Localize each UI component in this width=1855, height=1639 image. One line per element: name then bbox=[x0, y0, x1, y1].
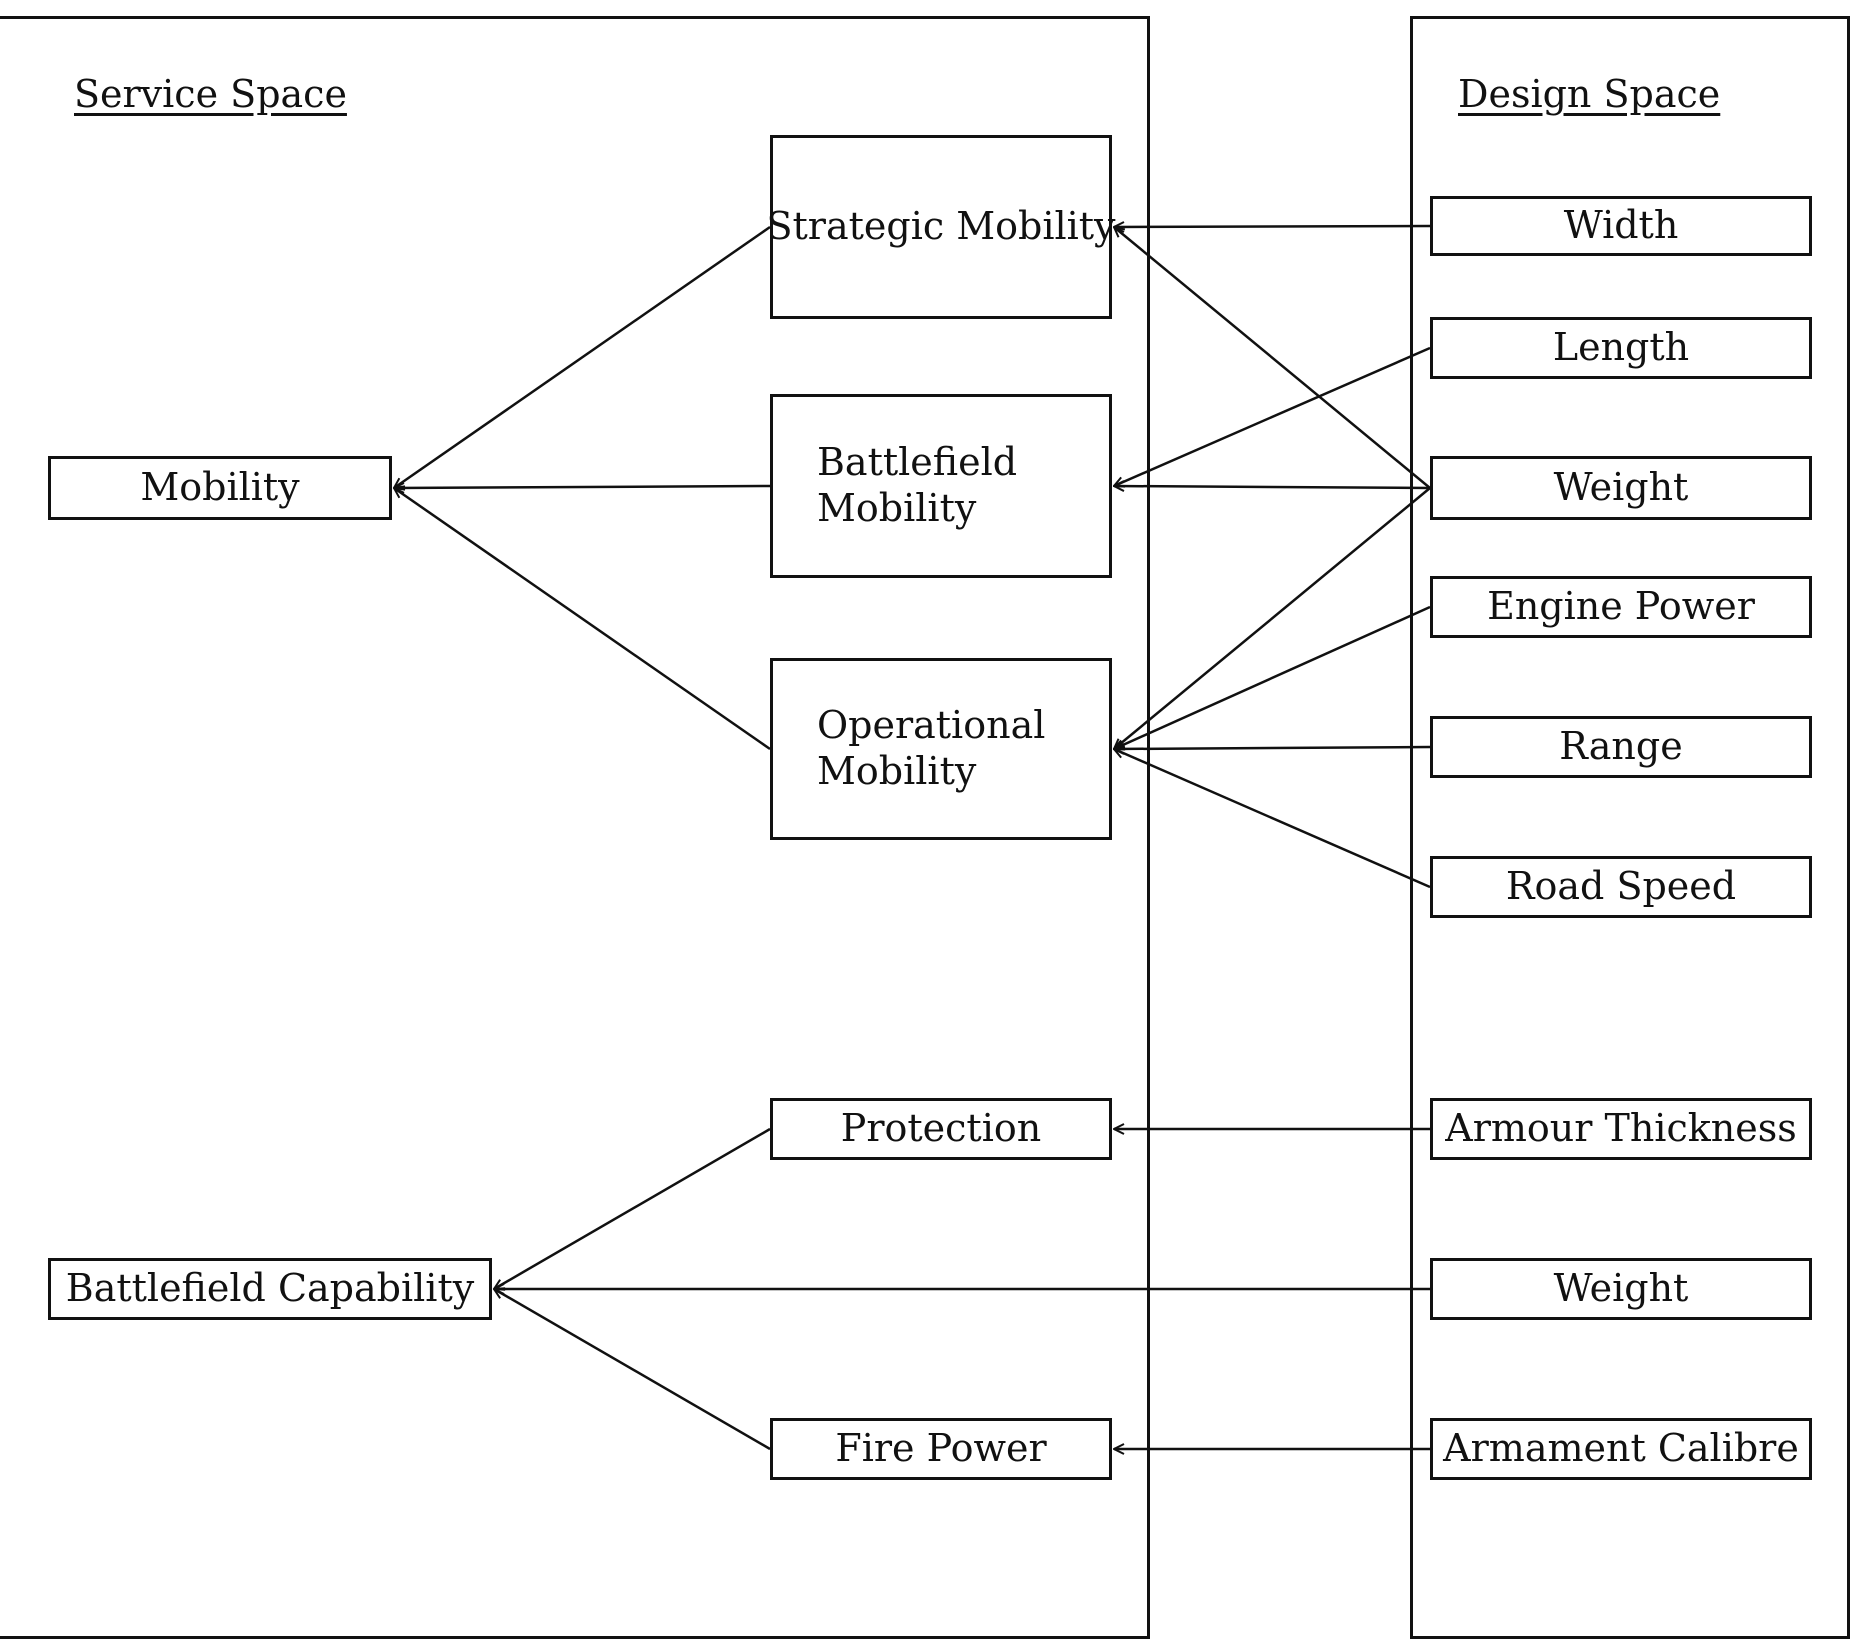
armament-calibre-node: Armament Calibre bbox=[1430, 1418, 1812, 1480]
armour-thickness-node: Armour Thickness bbox=[1430, 1098, 1812, 1160]
weight-node: Weight bbox=[1430, 456, 1812, 520]
service-space-title: Service Space bbox=[74, 72, 347, 116]
arrow-weight-1-to-operational-mobility bbox=[1114, 487, 1431, 749]
arrow-width-to-strategic-mobility bbox=[1114, 226, 1431, 227]
weight-node-2: Weight bbox=[1430, 1258, 1812, 1320]
length-node: Length bbox=[1430, 317, 1812, 379]
battlefield-capability-node: Battlefield Capability bbox=[48, 1258, 492, 1320]
design-space-panel bbox=[1410, 16, 1850, 1639]
arrow-length-to-battlefield-mobility bbox=[1114, 346, 1431, 486]
weight-label: Weight bbox=[1553, 465, 1689, 510]
armour-thickness-label: Armour Thickness bbox=[1445, 1106, 1797, 1151]
battlefield-mobility-label: Battlefield Mobility bbox=[817, 440, 1018, 530]
range-label: Range bbox=[1559, 724, 1683, 769]
battlefield-capability-label: Battlefield Capability bbox=[65, 1266, 475, 1311]
width-node: Width bbox=[1430, 196, 1812, 256]
range-node: Range bbox=[1430, 716, 1812, 778]
engine-power-label: Engine Power bbox=[1487, 584, 1755, 629]
arrow-road-speed-to-operational-mobility bbox=[1114, 749, 1431, 889]
strategic-mobility-node: Strategic Mobility bbox=[766, 135, 1116, 319]
strategic-mobility-label: Strategic Mobility bbox=[766, 204, 1116, 249]
battlefield-mobility-node: Battlefield Mobility bbox=[770, 394, 1112, 578]
arrow-weight-1-to-strategic-mobility bbox=[1114, 227, 1431, 489]
engine-power-node: Engine Power bbox=[1430, 576, 1812, 638]
road-speed-label: Road Speed bbox=[1505, 864, 1737, 909]
length-label: Length bbox=[1552, 325, 1690, 370]
protection-node: Protection bbox=[770, 1098, 1112, 1160]
protection-label: Protection bbox=[840, 1106, 1042, 1151]
design-space-title: Design Space bbox=[1458, 72, 1721, 116]
arrow-weight-1-to-battlefield-mobility bbox=[1114, 486, 1431, 488]
weight-label-2: Weight bbox=[1553, 1266, 1689, 1311]
fire-power-node: Fire Power bbox=[770, 1418, 1112, 1480]
fire-power-label: Fire Power bbox=[835, 1426, 1047, 1471]
mobility-node: Mobility bbox=[48, 456, 392, 520]
arrow-range-to-operational-mobility bbox=[1114, 747, 1431, 749]
arrow-engine-power-to-operational-mobility bbox=[1114, 605, 1431, 749]
width-label: Width bbox=[1563, 203, 1679, 248]
mobility-label: Mobility bbox=[140, 465, 300, 510]
operational-mobility-node: Operational Mobility bbox=[770, 658, 1112, 840]
operational-mobility-label: Operational Mobility bbox=[817, 703, 1046, 793]
road-speed-node: Road Speed bbox=[1430, 856, 1812, 918]
armament-calibre-label: Armament Calibre bbox=[1443, 1426, 1799, 1471]
